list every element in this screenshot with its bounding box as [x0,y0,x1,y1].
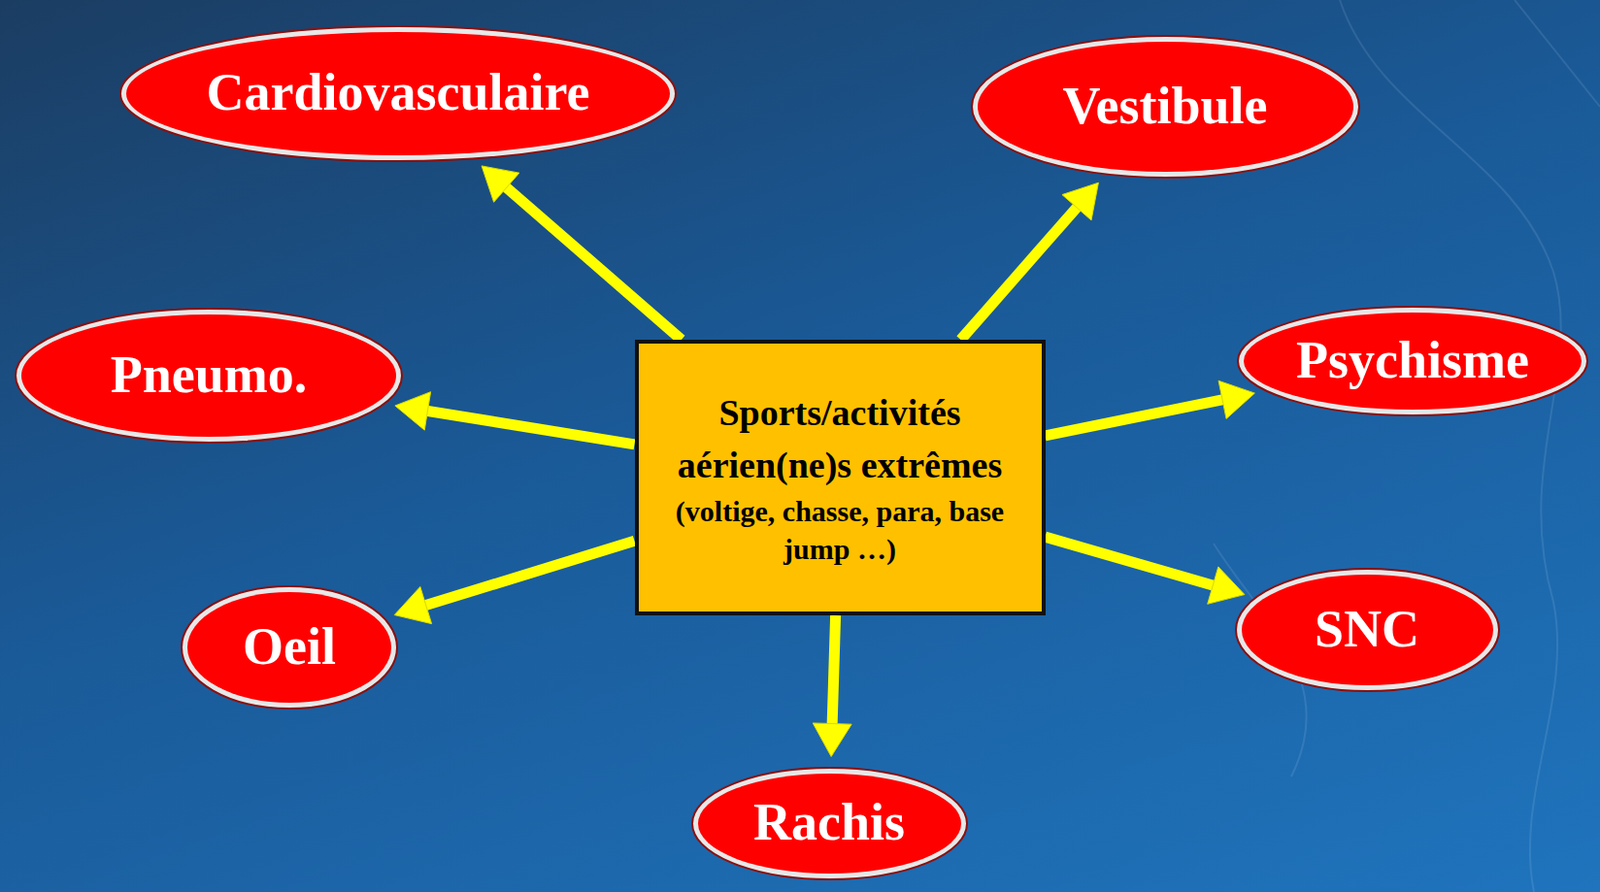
ellipse-label: Cardiovasculaire [206,64,591,122]
arrow-connector [1045,380,1256,436]
ellipse-label: Vestibule [1062,77,1267,135]
topic-ellipse: Cardiovasculaire [117,23,679,165]
arrow-connector [394,540,634,624]
arrow-connector [395,392,635,445]
ellipse-label: Psychisme [1296,332,1530,390]
ellipse-label: Rachis [753,794,905,852]
box-subtitle: (voltige, chasse, para, base jump …) [652,492,1029,568]
topic-ellipse: Oeil [178,583,400,712]
box-title: Sports/activités aérien(ne)s extrêmes [652,387,1029,493]
topic-ellipse: Vestibule [968,33,1363,181]
ellipse-label: SNC [1314,600,1420,659]
arrow-connector [812,615,852,758]
ellipse-label: Oeil [242,618,336,676]
arrow-connector [1045,536,1245,604]
topic-ellipse: Pneumo. [12,305,405,446]
arrow-connector [961,182,1100,340]
arrow-connector [481,166,682,340]
central-box: Sports/activités aérien(ne)s extrêmes(vo… [634,339,1046,616]
topic-ellipse: Rachis [689,765,970,883]
ellipse-label: Pneumo. [110,346,308,404]
topic-ellipse: SNC [1233,566,1502,695]
topic-ellipse: Psychisme [1234,303,1591,419]
